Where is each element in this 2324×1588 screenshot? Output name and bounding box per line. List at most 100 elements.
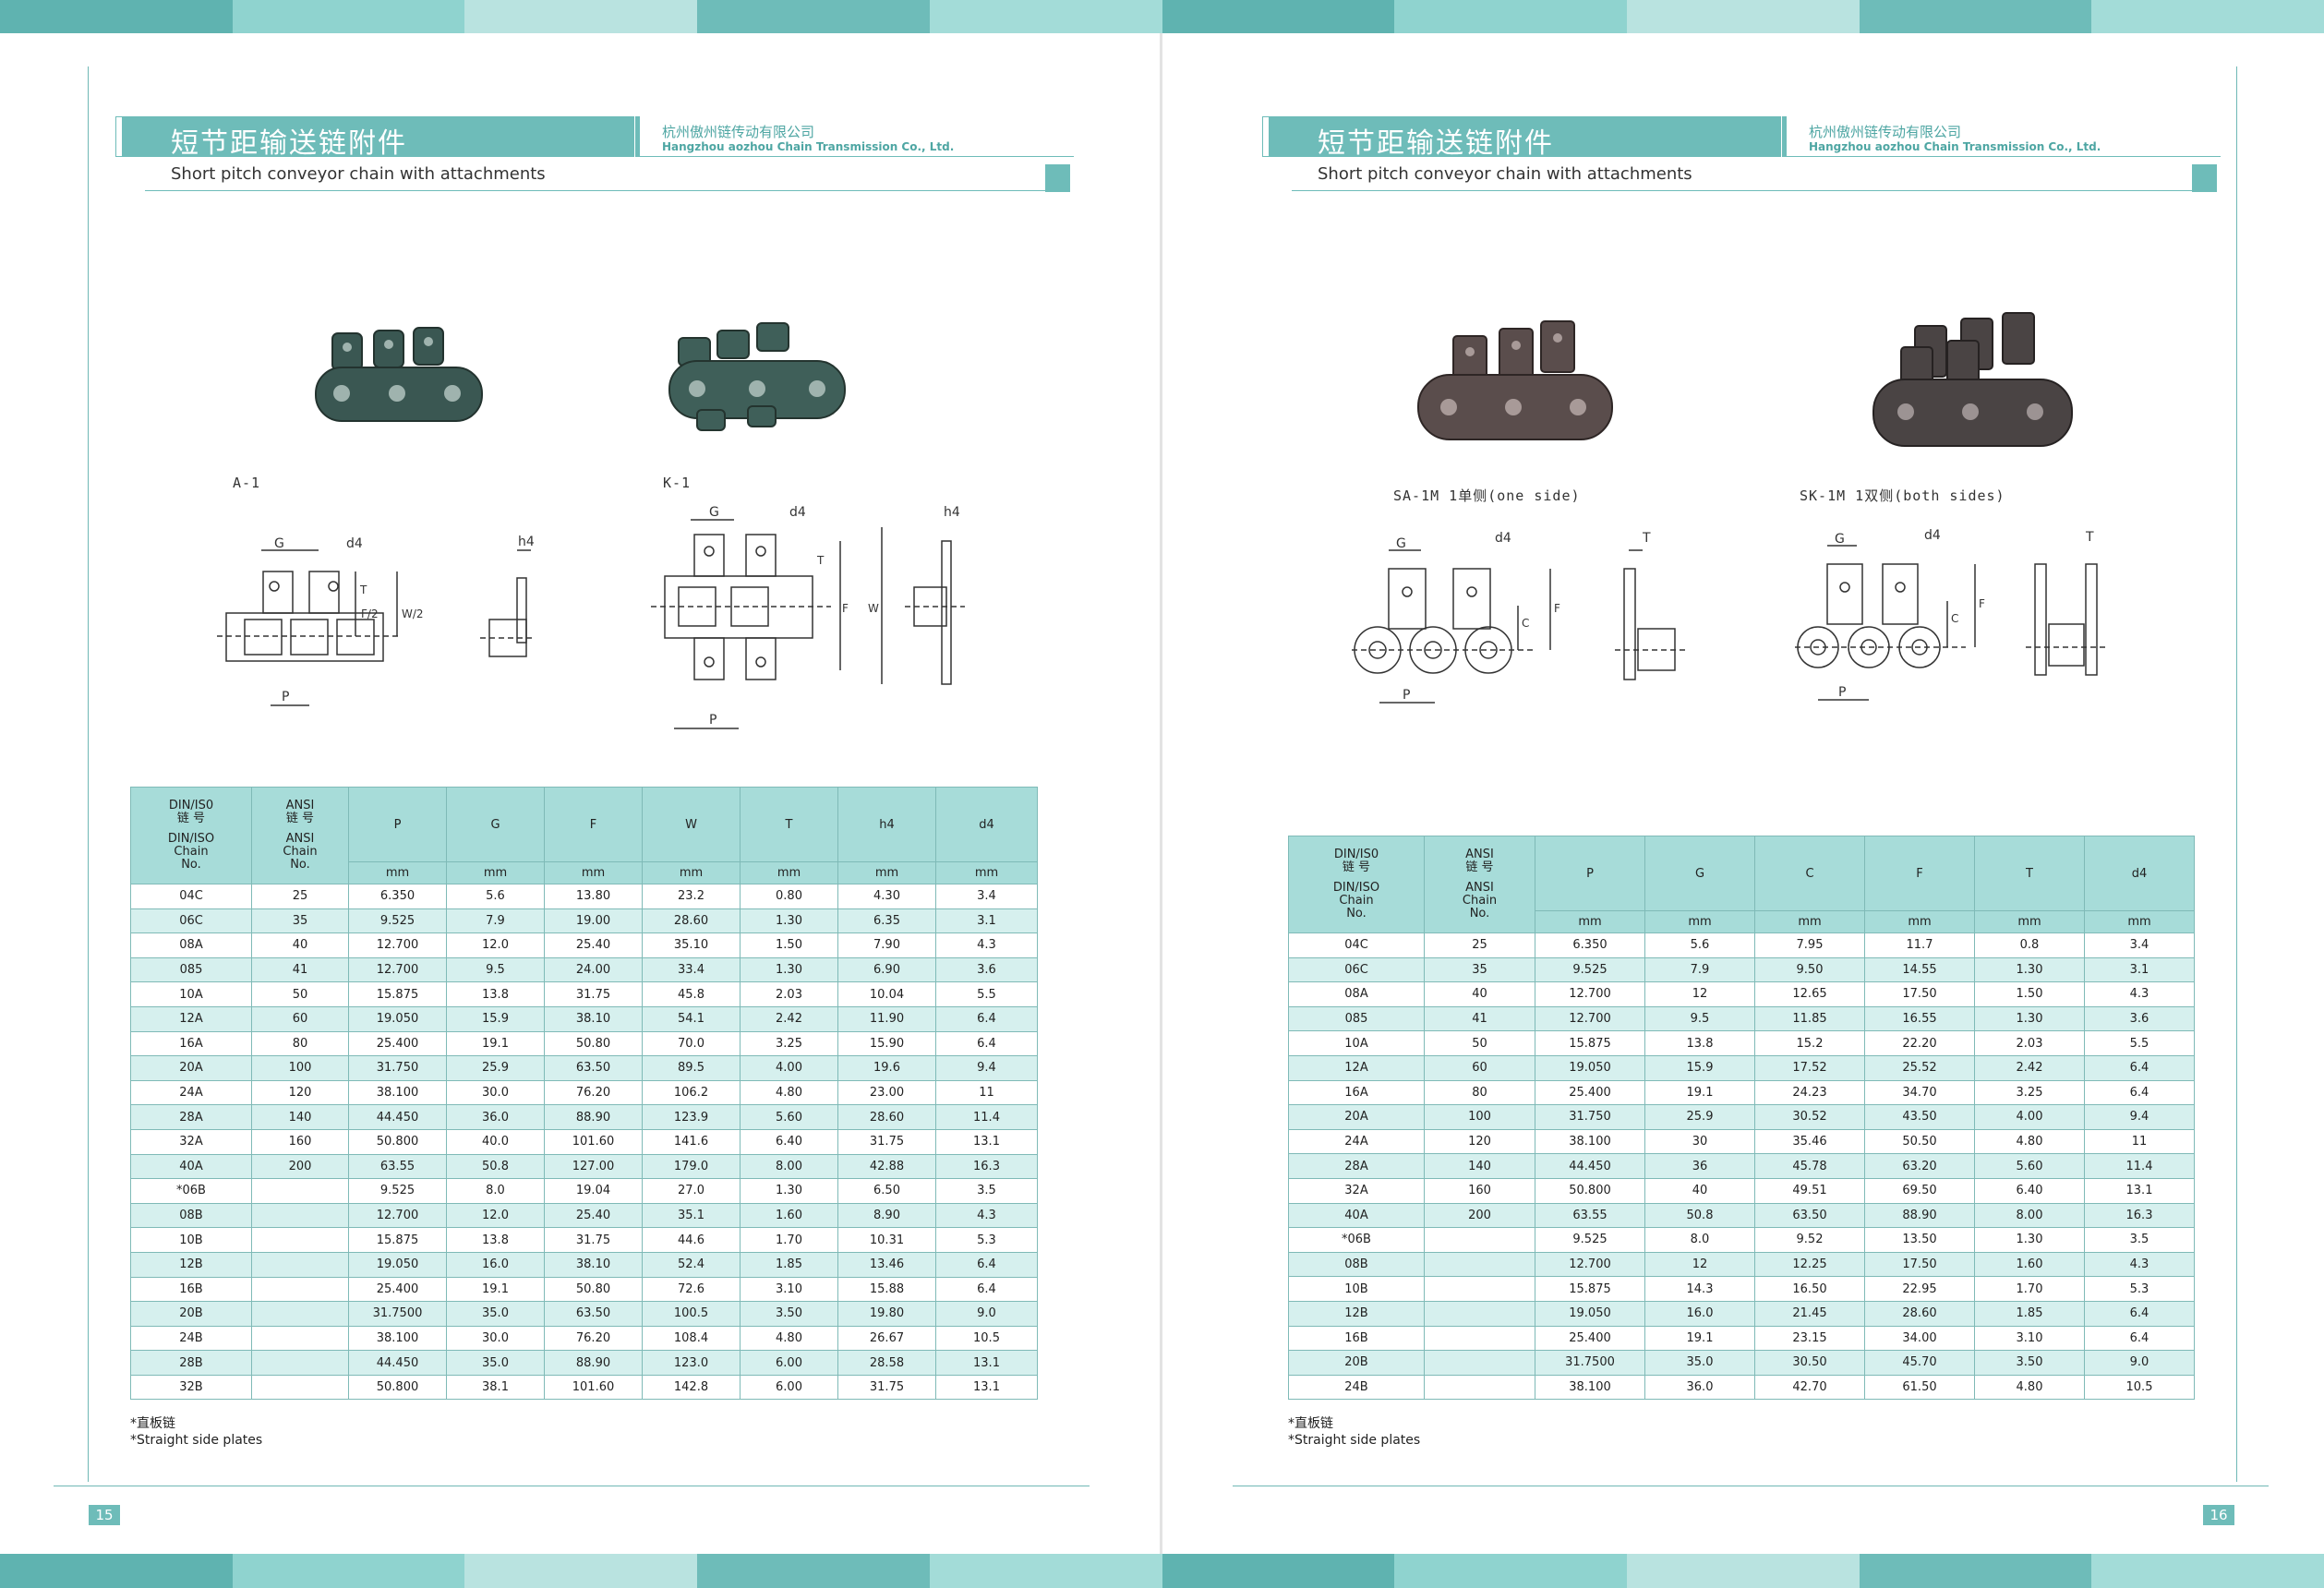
table-cell: 72.6 — [642, 1276, 741, 1303]
table-cell: 6.4 — [935, 1251, 1038, 1278]
table-cell: 35.10 — [642, 932, 741, 958]
table-cell: 24B — [130, 1325, 252, 1352]
header-iso-cn2: 链 号 — [176, 812, 206, 825]
table-cell: 31.7500 — [348, 1301, 447, 1327]
column-header: d4 — [2084, 836, 2195, 911]
table-cell: 34.70 — [1864, 1079, 1975, 1106]
table-cell: 3.50 — [740, 1301, 838, 1327]
table-cell: 13.46 — [837, 1251, 936, 1278]
table-cell: 33.4 — [642, 956, 741, 983]
chain-photo-sk1 — [1872, 312, 2073, 447]
table-cell: 49.51 — [1754, 1177, 1865, 1204]
table-cell: 15.9 — [1644, 1054, 1755, 1081]
table-cell: 45.78 — [1754, 1153, 1865, 1179]
table-cell: 140 — [251, 1104, 349, 1130]
table-cell: 4.80 — [740, 1079, 838, 1106]
table-cell: 2.42 — [1974, 1054, 2085, 1081]
table-cell: 38.100 — [348, 1325, 447, 1352]
table-cell: 13.8 — [446, 1227, 545, 1253]
table-cell: 200 — [1424, 1202, 1535, 1229]
table-cell: 100 — [1424, 1104, 1535, 1130]
table-cell: 35 — [251, 908, 349, 934]
table-cell: 8.90 — [837, 1202, 936, 1229]
table-cell: 12.700 — [1535, 1005, 1645, 1032]
column-header: P — [348, 787, 447, 862]
table-cell: 101.60 — [544, 1128, 643, 1155]
company-name-en: Hangzhou aozhou Chain Transmission Co., … — [1809, 140, 2101, 153]
table-cell: 4.3 — [935, 1202, 1038, 1229]
table-cell: 44.450 — [1535, 1153, 1645, 1179]
table-cell: 13.8 — [1644, 1030, 1755, 1056]
header-iso-cn2: 链 号 — [1342, 860, 1371, 874]
band-segment — [2091, 0, 2324, 33]
table-cell: 04C — [1288, 932, 1425, 958]
table-cell: 25.40 — [544, 932, 643, 958]
footnote-en: *Straight side plates — [130, 1433, 263, 1448]
table-cell: 8.00 — [740, 1153, 838, 1180]
table-cell: 16A — [1288, 1079, 1425, 1106]
table-cell: 6.90 — [837, 956, 936, 983]
dim-G: G — [274, 536, 284, 551]
dim-F-sk: F — [1979, 597, 1985, 610]
table-cell: 3.25 — [740, 1030, 838, 1057]
table-cell: 08B — [130, 1202, 252, 1229]
header-iso-en3: No. — [1346, 907, 1367, 920]
table-cell: 6.4 — [2084, 1300, 2195, 1327]
table-cell — [251, 1251, 349, 1278]
dim-P-sk: P — [1838, 685, 1846, 700]
band-segment — [1394, 1554, 1627, 1588]
table-cell: 3.5 — [2084, 1227, 2195, 1253]
table-cell: 40A — [130, 1153, 252, 1180]
table-cell: 19.1 — [446, 1276, 545, 1303]
table-cell: 120 — [251, 1079, 349, 1106]
table-cell: 44.450 — [348, 1350, 447, 1376]
band-segment — [464, 0, 698, 33]
header-ansi-chain: ANSI 链 号 ANSI Chain No. — [251, 787, 349, 884]
caption-k1: K-1 — [663, 475, 692, 491]
chain-photo-sa1 — [1417, 320, 1613, 440]
table-cell: 63.55 — [1535, 1202, 1645, 1229]
unit-cell: mm — [1535, 910, 1645, 933]
table-cell: 1.30 — [740, 908, 838, 934]
table-cell: 5.3 — [935, 1227, 1038, 1253]
table-cell: 1.30 — [1974, 956, 2085, 983]
table-cell: 50.50 — [1864, 1128, 1975, 1155]
table-cell: 38.10 — [544, 1005, 643, 1032]
title-box — [1262, 116, 1787, 157]
table-cell: 160 — [1424, 1177, 1535, 1204]
table-cell: 9.4 — [2084, 1104, 2195, 1130]
table-cell: 16B — [130, 1276, 252, 1303]
table-cell — [1424, 1227, 1535, 1253]
header-iso-en: DIN/ISO — [167, 832, 215, 846]
table-cell: 35.46 — [1754, 1128, 1865, 1155]
table-cell: 35.1 — [642, 1202, 741, 1229]
margin-line — [88, 66, 89, 1482]
page-header-right: 短节距输送链附件 Short pitch conveyor chain with… — [1262, 116, 2222, 220]
footnote-en: *Straight side plates — [1288, 1433, 1421, 1448]
column-header: P — [1535, 836, 1645, 911]
table-cell: 9.0 — [935, 1301, 1038, 1327]
band-segment — [697, 0, 930, 33]
table-cell: 28A — [1288, 1153, 1425, 1179]
table-cell: 9.5 — [1644, 1005, 1755, 1032]
table-cell: 40 — [1644, 1177, 1755, 1204]
table-cell: 17.50 — [1864, 981, 1975, 1007]
table-cell: 0.80 — [740, 884, 838, 909]
table-cell — [251, 1350, 349, 1376]
table-cell: 38.10 — [544, 1251, 643, 1278]
caption-sk1: SK-1M 1双侧(both sides) — [1800, 487, 2005, 504]
table-cell: 25 — [251, 884, 349, 909]
table-cell: 10.5 — [935, 1325, 1038, 1352]
table-cell: 9.525 — [348, 908, 447, 934]
table-cell: 15.9 — [446, 1005, 545, 1032]
band-segment — [929, 1554, 1162, 1588]
dim-d4-k1: d4 — [789, 505, 806, 520]
table-cell: 24B — [1288, 1374, 1425, 1401]
header-ansi-cn: ANSI — [285, 799, 315, 812]
